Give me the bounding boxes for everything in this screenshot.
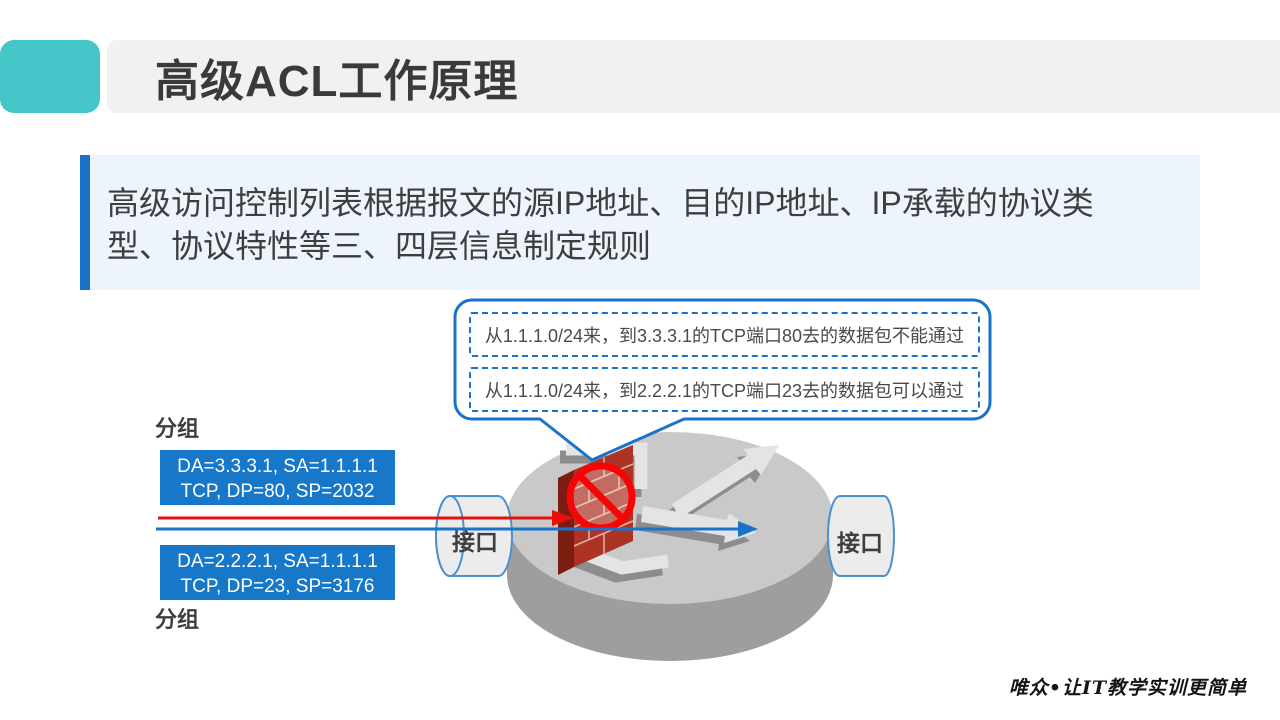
title-bar: 高级ACL工作原理	[107, 40, 1280, 113]
packet-label-bottom: 分组	[155, 607, 200, 632]
intro-text: 高级访问控制列表根据报文的源IP地址、目的IP地址、IP承载的协议类型、协议特性…	[107, 185, 1094, 264]
interface-left-cylinder	[435, 495, 513, 577]
interface-right-label: 接口	[837, 530, 883, 556]
intro-panel: 高级访问控制列表根据报文的源IP地址、目的IP地址、IP承载的协议类型、协议特性…	[80, 155, 1200, 290]
page-title: 高级ACL工作原理	[155, 56, 519, 106]
interface-right-cylinder	[827, 495, 895, 577]
red-flow-arrow	[158, 510, 574, 526]
callout-bubble	[453, 298, 992, 462]
packet-permitted-line2: TCP, DP=23, SP=3176	[180, 576, 375, 597]
packet-permitted-box: DA=2.2.2.1, SA=1.1.1.1 TCP, DP=23, SP=31…	[160, 545, 395, 600]
packet-denied-box: DA=3.3.3.1, SA=1.1.1.1 TCP, DP=80, SP=20…	[160, 450, 395, 505]
prohibition-icon	[566, 462, 636, 532]
packet-label-top: 分组	[155, 416, 200, 441]
title-accent-block	[0, 40, 100, 113]
packet-denied-line2: TCP, DP=80, SP=2032	[180, 481, 375, 502]
blue-flow-arrow	[156, 521, 758, 537]
router-icon	[507, 432, 833, 661]
rule-deny-box: 从1.1.1.0/24来，到3.3.3.1的TCP端口80去的数据包不能通过	[469, 312, 980, 357]
router-arrows	[566, 442, 779, 575]
packet-denied-line1: DA=3.3.3.1, SA=1.1.1.1	[177, 456, 378, 477]
rule-permit-box: 从1.1.1.0/24来，到2.2.2.1的TCP端口23去的数据包可以通过	[469, 367, 980, 412]
watermark: 唯众•让IT教学实训更简单	[1008, 677, 1247, 699]
packet-permitted-line1: DA=2.2.2.1, SA=1.1.1.1	[177, 551, 378, 572]
interface-left-label: 接口	[452, 529, 498, 555]
